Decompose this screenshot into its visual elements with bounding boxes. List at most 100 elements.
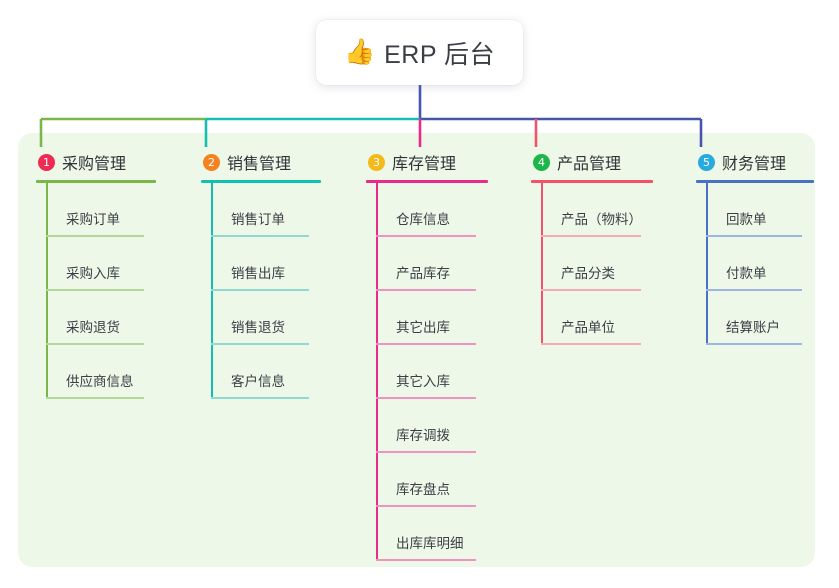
leaf-item-rule xyxy=(376,505,476,507)
column-header-4[interactable]: 4 产品管理 xyxy=(531,147,653,177)
column-header-3[interactable]: 3 库存管理 xyxy=(366,147,488,177)
badge-number-icon: 1 xyxy=(38,153,55,171)
leaf-item[interactable]: 销售退货 xyxy=(211,291,321,345)
leaf-item-label: 库存盘点 xyxy=(396,482,450,497)
leaf-item-label: 付款单 xyxy=(726,266,767,281)
leaf-item-rule xyxy=(211,343,309,345)
column-title: 采购管理 xyxy=(62,156,127,173)
leaf-item-label: 采购入库 xyxy=(66,266,120,281)
column-branch: 销售订单销售出库销售退货客户信息 xyxy=(211,183,321,399)
column-branch: 仓库信息产品库存其它出库其它入库库存调拨库存盘点出库库明细 xyxy=(376,183,488,561)
column-4: 4 产品管理产品（物料） 产品分类产品单位 xyxy=(531,147,653,345)
leaf-item-rule xyxy=(211,397,309,399)
column-title: 库存管理 xyxy=(392,156,457,173)
leaf-item-label: 产品分类 xyxy=(561,266,615,281)
leaf-item-label: 产品（物料） xyxy=(561,212,642,227)
column-header-5[interactable]: 5 财务管理 xyxy=(696,147,814,177)
leaf-item[interactable]: 采购订单 xyxy=(46,183,156,237)
leaf-item-rule xyxy=(376,343,476,345)
column-header-1[interactable]: 1 采购管理 xyxy=(36,147,156,177)
leaf-item[interactable]: 采购入库 xyxy=(46,237,156,291)
leaf-item[interactable]: 销售出库 xyxy=(211,237,321,291)
column-header-rule xyxy=(201,180,321,183)
leaf-item-label: 采购订单 xyxy=(66,212,120,227)
leaf-item[interactable]: 采购退货 xyxy=(46,291,156,345)
leaf-item[interactable]: 付款单 xyxy=(706,237,814,291)
leaf-item-rule xyxy=(376,235,476,237)
leaf-item-rule xyxy=(541,289,641,291)
leaf-item[interactable]: 库存调拨 xyxy=(376,399,488,453)
column-title: 产品管理 xyxy=(557,156,622,173)
leaf-item[interactable]: 产品（物料） xyxy=(541,183,653,237)
column-header-rule xyxy=(36,180,156,183)
leaf-item-rule xyxy=(46,235,144,237)
leaf-item-rule xyxy=(211,235,309,237)
leaf-item-rule xyxy=(376,397,476,399)
leaf-item-label: 销售退货 xyxy=(231,320,285,335)
leaf-item-label: 产品单位 xyxy=(561,320,615,335)
leaf-item[interactable]: 产品单位 xyxy=(541,291,653,345)
branch-spine xyxy=(706,183,708,345)
leaf-item-rule xyxy=(46,397,144,399)
column-header-2[interactable]: 2 销售管理 xyxy=(201,147,321,177)
leaf-item-label: 回款单 xyxy=(726,212,767,227)
leaf-item-label: 出库库明细 xyxy=(396,536,464,551)
leaf-item[interactable]: 结算账户 xyxy=(706,291,814,345)
thumbs-up-icon: 👍 xyxy=(343,38,376,66)
leaf-item[interactable]: 产品库存 xyxy=(376,237,488,291)
leaf-item-rule xyxy=(46,289,144,291)
column-2: 2 销售管理销售订单销售出库销售退货客户信息 xyxy=(201,147,321,399)
leaf-item-label: 产品库存 xyxy=(396,266,450,281)
badge-number-icon: 5 xyxy=(698,153,715,171)
leaf-item-label: 采购退货 xyxy=(66,320,120,335)
leaf-item[interactable]: 库存盘点 xyxy=(376,453,488,507)
column-header-rule xyxy=(696,180,814,183)
leaf-item-label: 销售订单 xyxy=(231,212,285,227)
column-branch: 回款单付款单结算账户 xyxy=(706,183,814,345)
column-1: 1 采购管理采购订单采购入库采购退货供应商信息 xyxy=(36,147,156,399)
branch-spine xyxy=(376,183,378,561)
leaf-item-label: 其它出库 xyxy=(396,320,450,335)
leaf-item-label: 库存调拨 xyxy=(396,428,450,443)
leaf-item[interactable]: 销售订单 xyxy=(211,183,321,237)
column-branch: 产品（物料） 产品分类产品单位 xyxy=(541,183,653,345)
leaf-item-label: 其它入库 xyxy=(396,374,450,389)
leaf-item-rule xyxy=(706,289,802,291)
leaf-item[interactable]: 供应商信息 xyxy=(46,345,156,399)
badge-number-icon: 3 xyxy=(368,153,385,171)
leaf-item-rule xyxy=(376,289,476,291)
leaf-item[interactable]: 回款单 xyxy=(706,183,814,237)
badge-number-icon: 4 xyxy=(533,153,550,171)
leaf-item-rule xyxy=(46,343,144,345)
leaf-item-label: 仓库信息 xyxy=(396,212,450,227)
leaf-item-rule xyxy=(211,289,309,291)
leaf-item[interactable]: 其它出库 xyxy=(376,291,488,345)
root-node-card[interactable]: 👍 ERP 后台 xyxy=(316,20,523,85)
column-branch: 采购订单采购入库采购退货供应商信息 xyxy=(46,183,156,399)
leaf-item-rule xyxy=(376,559,476,561)
leaf-item-rule xyxy=(541,343,641,345)
leaf-item-label: 结算账户 xyxy=(726,320,780,335)
leaf-item-rule xyxy=(706,235,802,237)
column-title: 财务管理 xyxy=(722,156,787,173)
branch-spine xyxy=(211,183,213,399)
leaf-item-label: 销售出库 xyxy=(231,266,285,281)
column-3: 3 库存管理仓库信息产品库存其它出库其它入库库存调拨库存盘点出库库明细 xyxy=(366,147,488,561)
column-5: 5 财务管理回款单付款单结算账户 xyxy=(696,147,814,345)
leaf-item[interactable]: 其它入库 xyxy=(376,345,488,399)
leaf-item-rule xyxy=(376,451,476,453)
column-header-rule xyxy=(366,180,488,183)
badge-number-icon: 2 xyxy=(203,153,220,171)
branch-spine xyxy=(46,183,48,399)
leaf-item[interactable]: 产品分类 xyxy=(541,237,653,291)
root-node-title: ERP 后台 xyxy=(384,40,496,69)
leaf-item-rule xyxy=(706,343,802,345)
column-header-rule xyxy=(531,180,653,183)
column-title: 销售管理 xyxy=(227,156,292,173)
leaf-item[interactable]: 出库库明细 xyxy=(376,507,488,561)
leaf-item-label: 供应商信息 xyxy=(66,374,134,389)
leaf-item[interactable]: 仓库信息 xyxy=(376,183,488,237)
leaf-item-rule xyxy=(541,235,641,237)
leaf-item[interactable]: 客户信息 xyxy=(211,345,321,399)
branch-spine xyxy=(541,183,543,345)
